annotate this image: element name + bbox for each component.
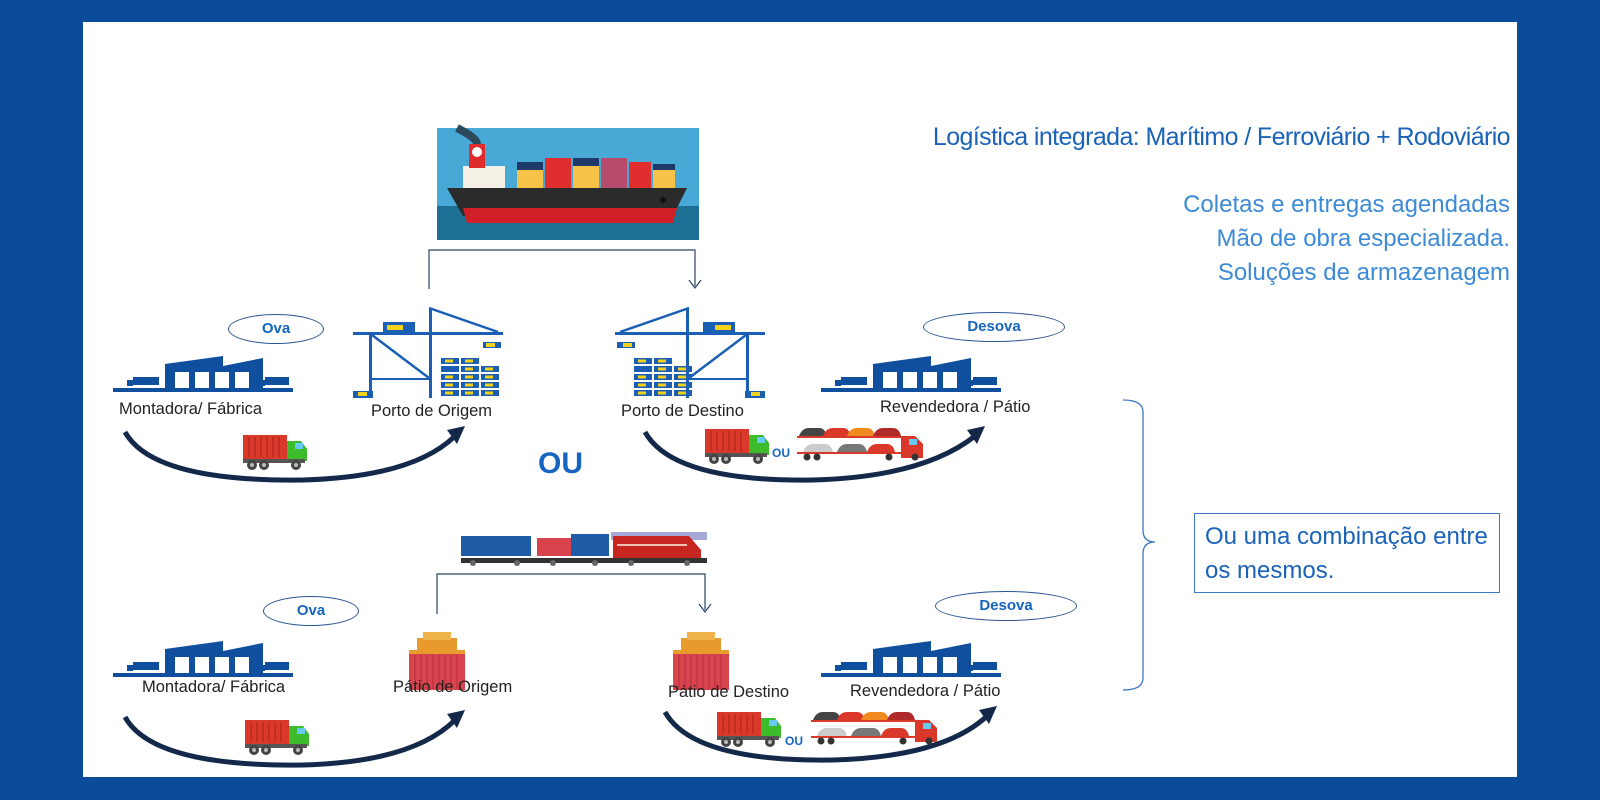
benefits-list: Coletas e entregas agendadas Mão de obra… (983, 188, 1510, 290)
benefit-item: Soluções de armazenagem (1217, 259, 1510, 286)
arc-arrow-icon (122, 710, 465, 768)
factory-icon (113, 356, 293, 392)
arrow-down-icon (688, 279, 702, 289)
container-truck-icon (242, 434, 308, 471)
arrow-down-icon (698, 603, 712, 613)
container-yard-icon (672, 631, 730, 691)
stage-badge-ova: Ova (263, 596, 359, 626)
container-truck-icon (716, 711, 782, 748)
stage-badge-ova: Ova (228, 314, 324, 344)
port-crane-icon (613, 306, 767, 400)
port-crane-icon (351, 306, 505, 400)
warehouse-icon (821, 641, 1001, 677)
node-label: Porto de Destino (621, 402, 744, 420)
benefit-item: Coletas e entregas agendadas (1183, 191, 1510, 218)
car-carrier-truck-icon (797, 428, 923, 461)
node-label: Pátio de Destino (668, 683, 790, 701)
container-yard-icon (408, 631, 466, 691)
arc-arrow-icon (122, 426, 465, 483)
arc-arrow-icon (642, 426, 985, 483)
alt-connector-text: OU (785, 734, 803, 748)
flow-connectors (122, 249, 1156, 768)
alt-connector-text: OU (772, 446, 790, 460)
car-carrier-truck-icon (811, 712, 937, 745)
combination-note-text: Ou uma combinação entre os mesmos. (1205, 523, 1488, 584)
node-label: Revendedora / Pátio (880, 398, 1031, 416)
node-label: Montadora/ Fábrica (119, 400, 263, 418)
curly-brace-icon (1122, 399, 1156, 691)
node-label: Pátio de Origem (393, 678, 513, 696)
factory-icon (113, 641, 293, 677)
separator-text: OU (538, 447, 583, 480)
stage-badge-desova: Desova (923, 312, 1065, 342)
maritime-connector-line (428, 249, 696, 289)
node-label: Porto de Origem (371, 402, 493, 420)
node-label: Montadora/ Fábrica (142, 678, 286, 696)
slide-canvas: Logística integrada: Marítimo / Ferroviá… (83, 22, 1517, 777)
container-truck-icon (704, 428, 770, 465)
node-label: Revendedora / Pátio (850, 682, 1001, 700)
combination-note-box: Ou uma combinação entre os mesmos. (1194, 513, 1500, 593)
container-truck-icon (244, 719, 310, 756)
stage-badge-desova: Desova (935, 591, 1077, 621)
warehouse-icon (821, 356, 1001, 392)
freight-train-icon (461, 532, 707, 566)
benefit-item: Mão de obra especializada. (1216, 225, 1510, 252)
cargo-ship-icon (437, 124, 699, 240)
page-title: Logística integrada: Marítimo / Ferroviá… (932, 123, 1511, 151)
rail-connector-line (436, 573, 706, 614)
arc-arrow-icon (662, 706, 997, 763)
